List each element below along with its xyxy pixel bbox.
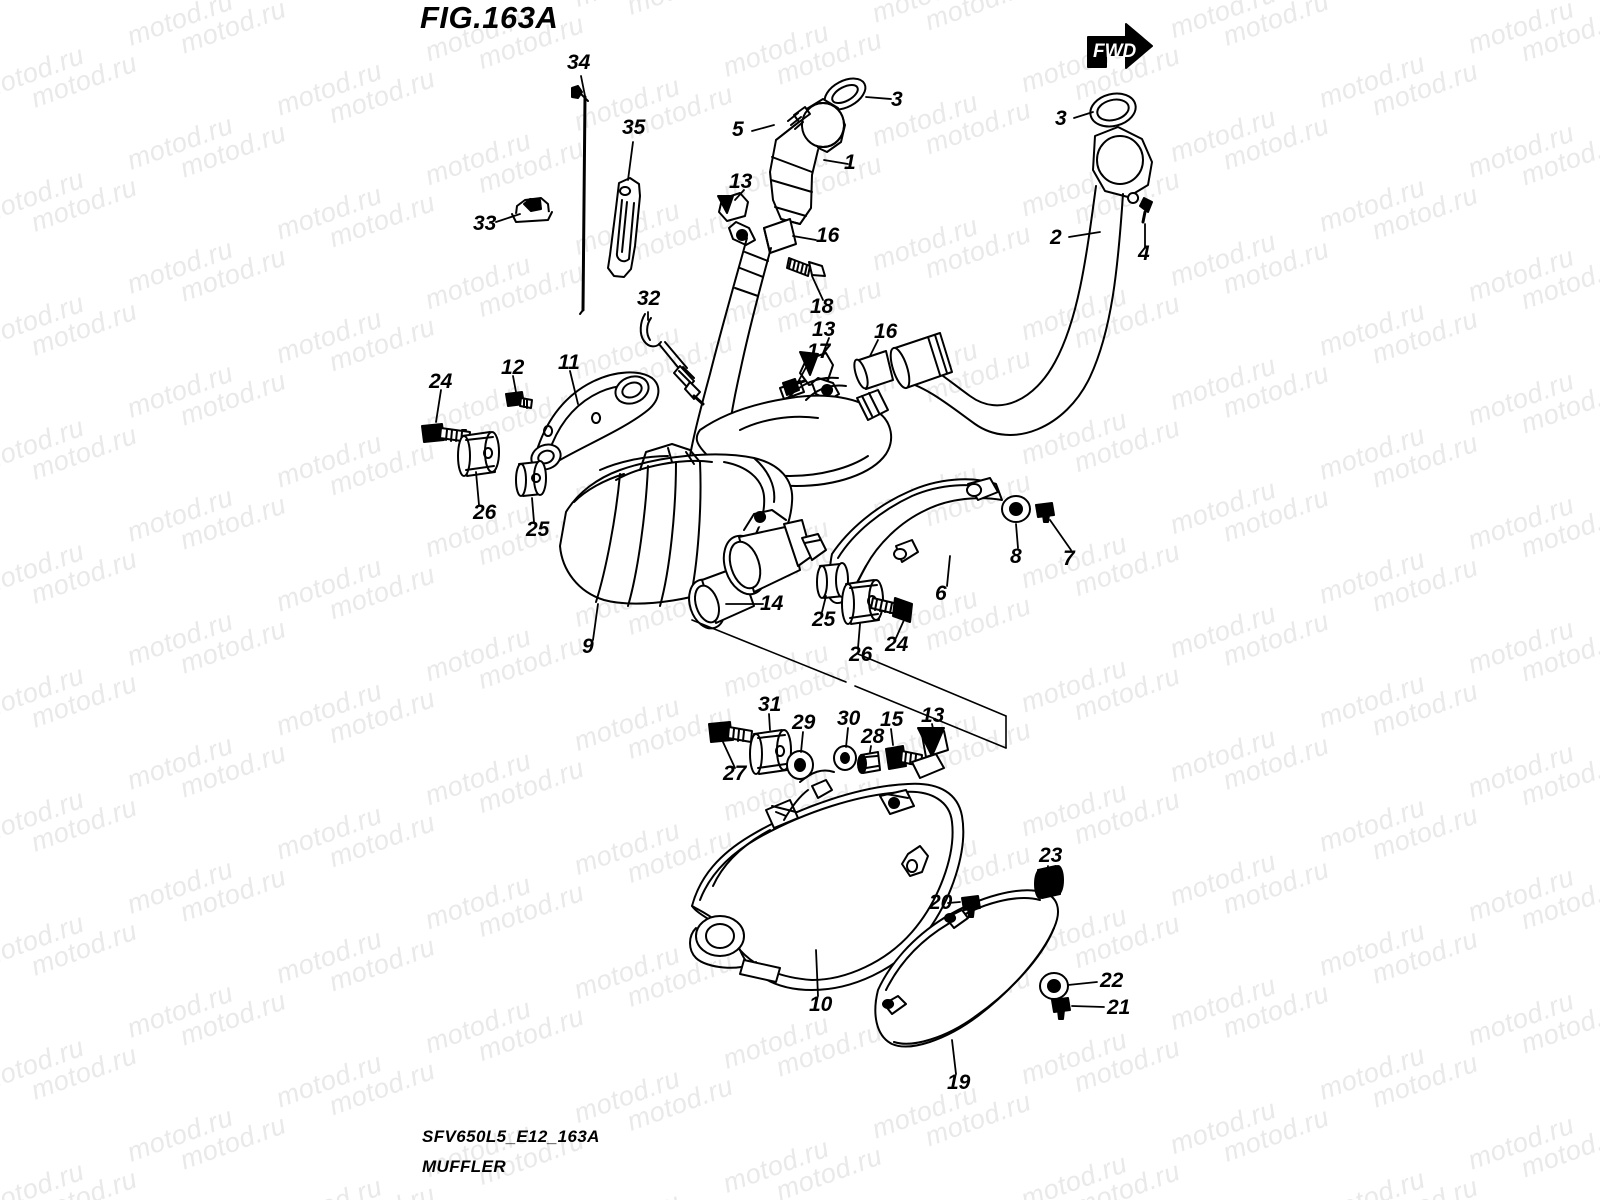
callout-exhaust-pipe-rear: 2 — [1050, 226, 1062, 249]
callout-gasket-ring-16a: 16 — [816, 224, 840, 247]
part-7-screw — [1035, 502, 1055, 523]
callout-catalytic-converter: 9 — [582, 635, 594, 658]
part-13c-clamp — [911, 727, 949, 779]
callout-screw-21: 21 — [1107, 996, 1131, 1019]
drawing-name: MUFFLER — [422, 1157, 507, 1176]
part-25b-collar — [816, 562, 849, 599]
callout-grommet-22: 22 — [1100, 969, 1124, 992]
part-35-bracket — [607, 177, 641, 278]
part-15-bolt — [885, 745, 923, 770]
part-33-wire-clamp — [511, 197, 553, 223]
callout-muffler-body: 10 — [809, 993, 833, 1016]
callout-wire-clamp: 33 — [473, 212, 497, 235]
part-16a-ring — [763, 218, 797, 254]
callout-exhaust-pipe-front: 1 — [844, 151, 856, 174]
callout-gasket-rear: 3 — [1055, 107, 1067, 130]
callout-bolt-24a: 24 — [429, 370, 453, 393]
part-3b-gasket — [1089, 92, 1137, 128]
callout-washer-30: 30 — [837, 707, 861, 730]
part-18-bolt — [786, 257, 826, 277]
callout-muffler-cover: 19 — [947, 1071, 971, 1094]
callout-bracket-35: 35 — [622, 116, 646, 139]
callout-collar-25b: 25 — [812, 608, 836, 631]
part-19-muffler-cover — [874, 889, 1059, 1048]
part-14-connector — [688, 509, 827, 630]
drawing-code: SFV650L5_E12_163A — [422, 1127, 600, 1146]
callout-heat-shield-center: 6 — [935, 582, 947, 605]
callout-cushion-26b: 26 — [849, 643, 873, 666]
callout-bolt-17: 17 — [807, 340, 831, 363]
callout-cable-tie: 34 — [567, 51, 591, 74]
part-29-washer — [786, 750, 814, 780]
callout-grommet-8: 8 — [1010, 545, 1022, 568]
callout-connector-pipe: 14 — [760, 592, 784, 615]
part-16b-ring — [853, 350, 894, 390]
part-28-nut — [857, 751, 881, 774]
part-30-washer — [833, 745, 857, 771]
callout-gasket-front: 3 — [891, 88, 903, 111]
callout-clamp-13c: 13 — [921, 704, 945, 727]
callout-cushion-26a: 26 — [473, 501, 497, 524]
callout-oxygen-sensor: 32 — [637, 287, 661, 310]
part-34-cable-tie — [571, 85, 589, 315]
part-24b-bolt — [870, 597, 913, 623]
callout-screw-20: 20 — [929, 891, 953, 914]
callout-bolt-27: 27 — [723, 762, 747, 785]
part-23-grommet — [1034, 865, 1064, 899]
part-31-cushion — [749, 729, 792, 775]
part-20-screw — [961, 895, 981, 918]
leader-lines — [435, 75, 1146, 1075]
callout-bolt-24b: 24 — [885, 633, 909, 656]
callout-nut-28: 28 — [861, 725, 885, 748]
callout-cushion-31: 31 — [758, 693, 782, 716]
part-26a-cushion — [457, 431, 500, 477]
part-12-bolt — [505, 391, 533, 409]
callout-stud-bolt: 4 — [1138, 242, 1150, 265]
callout-grommet-23: 23 — [1039, 844, 1063, 867]
callout-gasket-ring-16b: 16 — [874, 320, 898, 343]
callout-bolt-18: 18 — [810, 295, 834, 318]
callout-bolt-12: 12 — [501, 356, 525, 379]
part-13a-clamp — [717, 192, 756, 246]
part-25a-collar — [515, 460, 547, 497]
part-21-screw — [1051, 997, 1071, 1020]
callout-washer-29: 29 — [792, 711, 816, 734]
part-32-oxygen-sensor — [639, 313, 705, 406]
part-10-muffler — [689, 769, 965, 991]
part-2-rear-pipe — [895, 126, 1153, 436]
callout-screw-7: 7 — [1063, 547, 1075, 570]
assembly-connector-lines — [691, 619, 1007, 749]
fwd-arrow-icon — [1087, 23, 1153, 69]
part-8-grommet — [1001, 495, 1031, 523]
callout-bolt-15: 15 — [880, 708, 904, 731]
callout-clamp-13b: 13 — [812, 318, 836, 341]
callout-clamp-13a: 13 — [729, 170, 753, 193]
part-1-front-pipe — [769, 98, 846, 225]
fwd-label: FWD — [1093, 41, 1137, 62]
part-3a-gasket — [823, 77, 867, 111]
callout-collar-25a: 25 — [526, 518, 550, 541]
callout-oxygen-sensor-boss: 5 — [732, 118, 744, 141]
callout-muffler-bracket: 11 — [558, 351, 580, 374]
rear-pipe-end — [889, 332, 953, 390]
figure-title: FIG.163A — [420, 0, 559, 35]
